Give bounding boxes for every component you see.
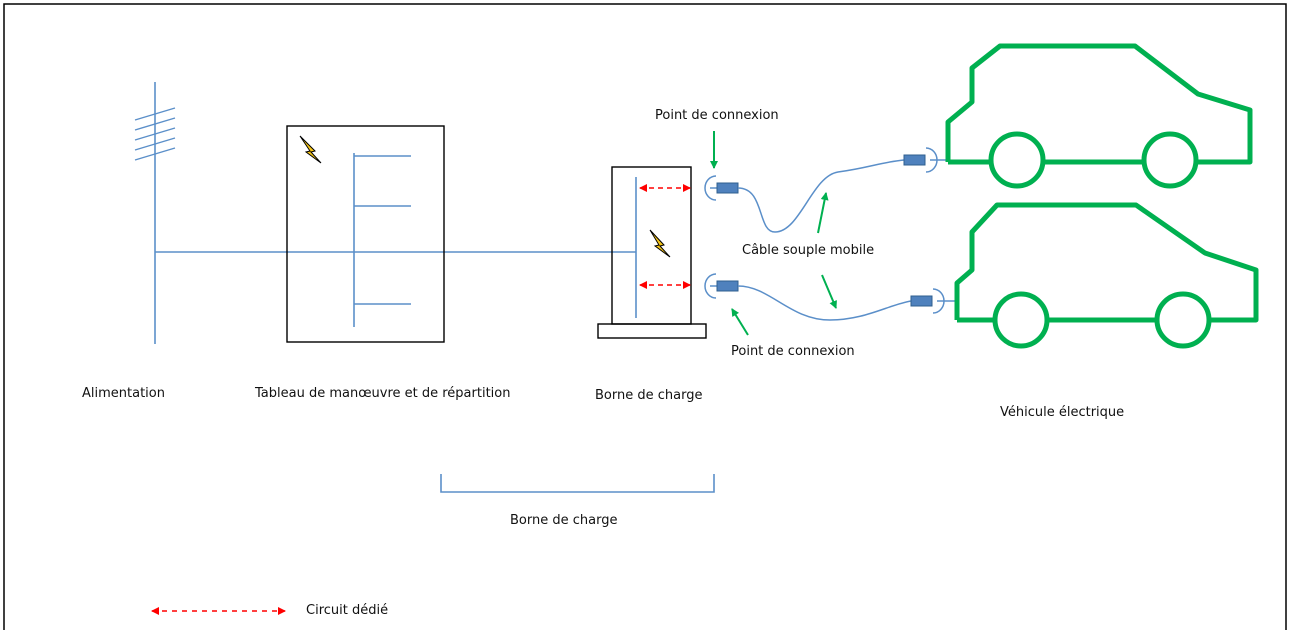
flexible-cable-label: Câble souple mobile (742, 243, 875, 258)
charging-station-box (597, 166, 707, 339)
cable-arrow-top (817, 192, 829, 234)
connection-point-arrow-bottom (731, 308, 749, 336)
connection-point-label-top: Point de connexion (655, 108, 779, 123)
flexible-cable-top (737, 159, 905, 233)
plug-icon (910, 295, 933, 307)
car-icon (954, 202, 1259, 349)
supply-label: Alimentation (82, 386, 165, 401)
vehicle-label: Véhicule électrique (1000, 405, 1125, 420)
flexible-cable-bottom (737, 285, 912, 321)
switchboard-box (286, 125, 445, 343)
lightning-bolt-icon (649, 229, 671, 258)
switchboard-label: Tableau de manœuvre et de répartition (255, 386, 511, 401)
cable-arrow-bottom (821, 274, 837, 309)
lightning-bolt-icon (299, 135, 322, 164)
plug-icon (716, 182, 739, 194)
charging-station-label: Borne de charge (595, 388, 703, 403)
bracket-label: Borne de charge (510, 513, 618, 528)
vehicle-inlet-icon (925, 147, 948, 173)
legend-dedicated-circuit-label: Circuit dédié (306, 603, 389, 618)
vehicle-inlet-icon (932, 288, 955, 314)
plug-icon (903, 154, 926, 166)
power-supply-pole-icon (134, 82, 176, 344)
car-icon (945, 43, 1253, 189)
connection-point-label-bottom: Point de connexion (731, 344, 855, 359)
charging-station-bracket (440, 474, 715, 493)
diagram-border (3, 3, 1287, 630)
plug-icon (716, 280, 739, 292)
